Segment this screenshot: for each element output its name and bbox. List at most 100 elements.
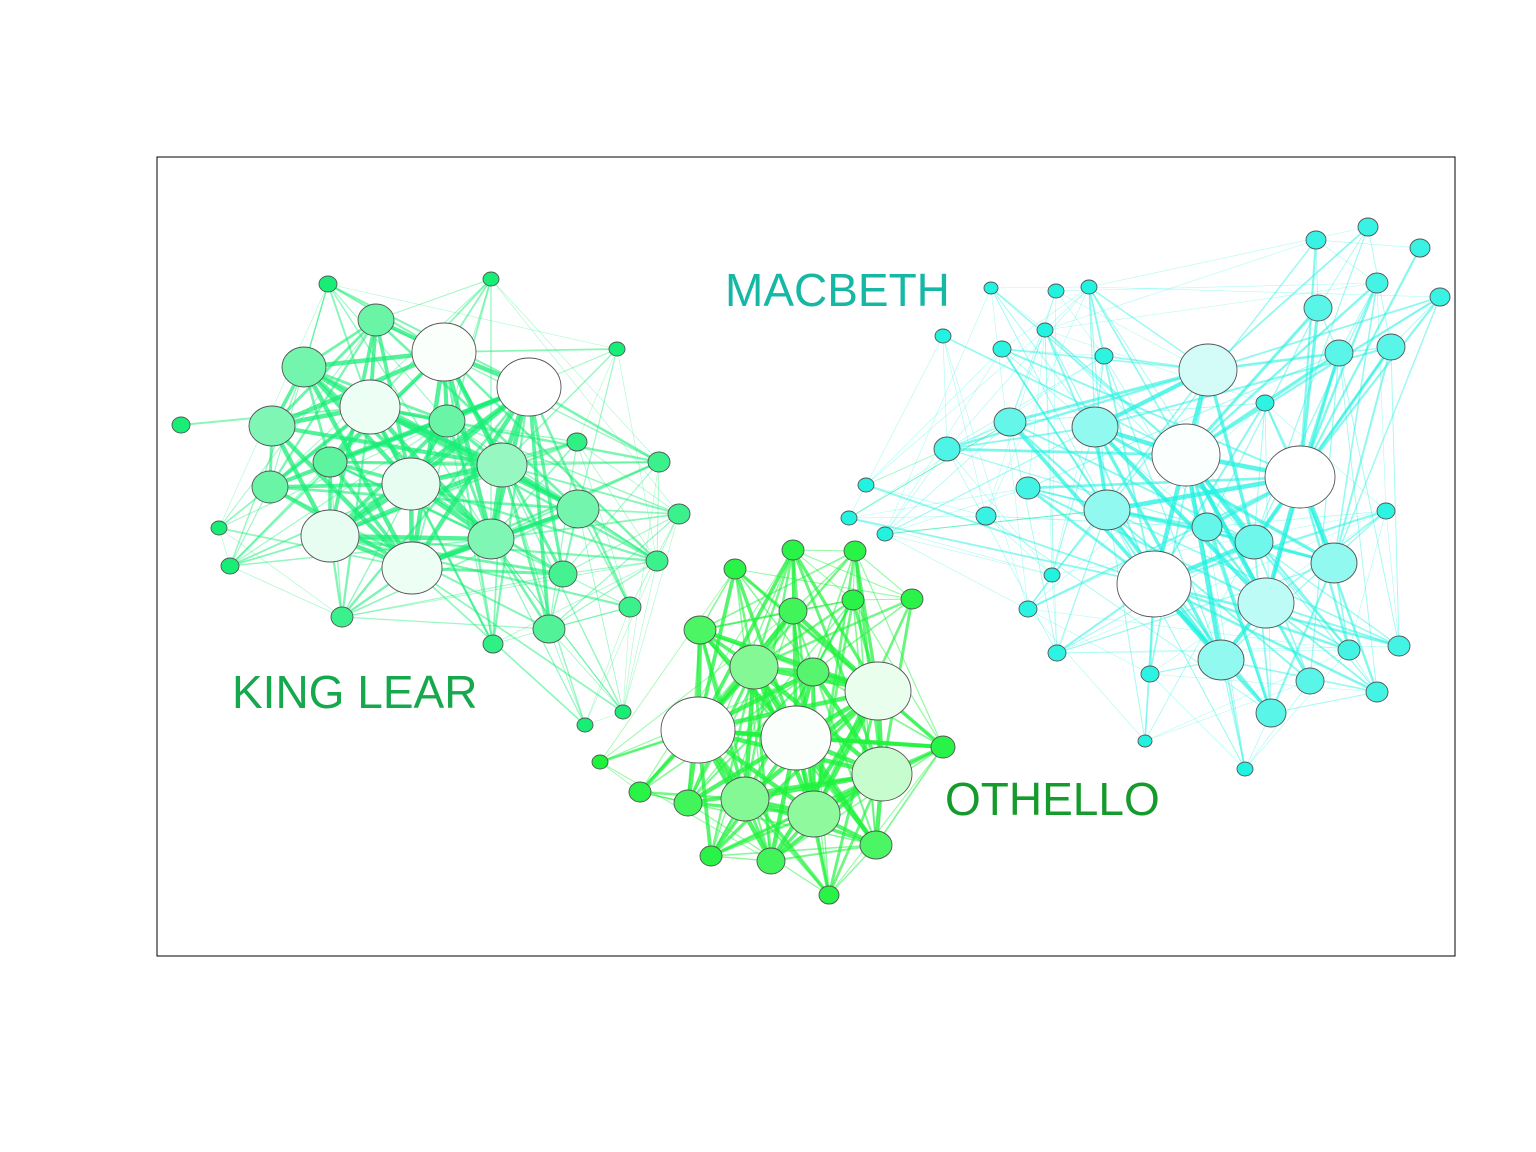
edge xyxy=(1001,286,1090,350)
edge xyxy=(341,508,579,618)
edge xyxy=(329,461,564,575)
edge xyxy=(1008,420,1156,586)
network-node xyxy=(591,754,609,770)
network-node xyxy=(357,303,395,337)
network-node xyxy=(699,845,723,867)
network-node xyxy=(330,606,354,628)
network-node xyxy=(1295,667,1325,695)
edge xyxy=(1027,608,1146,742)
nodes-layer xyxy=(171,217,1451,905)
edge xyxy=(341,573,564,618)
edge xyxy=(500,464,551,630)
network-node xyxy=(720,776,770,822)
edge xyxy=(699,599,854,631)
edge xyxy=(865,329,1046,486)
network-node xyxy=(1197,639,1245,681)
network-node xyxy=(576,717,594,733)
network-node xyxy=(876,526,894,542)
network-node xyxy=(251,470,289,504)
edge xyxy=(1185,454,1246,770)
edge xyxy=(1144,673,1151,742)
edge xyxy=(1001,348,1105,357)
bridge-edge xyxy=(577,508,624,713)
edge xyxy=(1106,509,1311,682)
network-node xyxy=(1255,698,1287,728)
edge xyxy=(1185,282,1378,456)
edge xyxy=(1056,562,1335,654)
edge xyxy=(639,549,794,793)
edge xyxy=(577,348,618,510)
edge xyxy=(946,447,1187,457)
edge xyxy=(1106,508,1255,544)
edge xyxy=(446,420,680,515)
edge xyxy=(1333,346,1392,564)
edge xyxy=(687,802,830,896)
edge xyxy=(852,599,877,846)
network-node xyxy=(859,830,893,860)
network-node xyxy=(618,596,642,618)
edge xyxy=(946,426,1096,450)
edge xyxy=(1207,296,1441,371)
network-node xyxy=(900,588,924,610)
network-node xyxy=(1234,524,1274,560)
edge xyxy=(865,484,987,517)
edge xyxy=(501,348,618,466)
network-node xyxy=(992,340,1012,358)
network-node xyxy=(1018,600,1038,618)
edge xyxy=(709,666,756,857)
network-node xyxy=(1137,734,1153,748)
edge xyxy=(490,278,660,463)
edge xyxy=(576,441,680,515)
edge xyxy=(1144,541,1255,742)
network-node xyxy=(844,661,912,721)
label-macbeth: MACBETH xyxy=(725,264,950,316)
network-node xyxy=(566,432,588,452)
edge xyxy=(622,513,680,713)
edge xyxy=(1056,509,1108,654)
edge xyxy=(576,348,618,443)
network-node xyxy=(1071,406,1119,448)
edge xyxy=(687,671,814,804)
edge xyxy=(1315,239,1421,249)
edge xyxy=(369,405,660,464)
edge xyxy=(562,560,658,575)
edge xyxy=(792,549,854,601)
network-node xyxy=(1140,665,1160,683)
edge xyxy=(848,355,1105,519)
edge xyxy=(1317,226,1369,309)
edge xyxy=(1206,510,1387,528)
network-node xyxy=(729,644,779,690)
network-node xyxy=(934,328,952,344)
edge xyxy=(848,515,987,519)
network-node xyxy=(1036,322,1054,338)
edge xyxy=(490,278,680,515)
edge xyxy=(884,509,1108,535)
edge xyxy=(946,355,1105,450)
edge xyxy=(548,560,658,630)
edge xyxy=(1044,239,1317,331)
network-node xyxy=(1191,512,1223,542)
edge xyxy=(548,513,680,630)
edge xyxy=(946,368,1209,451)
edge xyxy=(302,365,414,570)
network-node xyxy=(647,451,671,473)
edge xyxy=(584,560,658,726)
network-node xyxy=(1365,272,1389,294)
edge xyxy=(1183,454,1224,661)
edge xyxy=(848,517,1155,585)
bridge-edge xyxy=(548,628,586,726)
network-node xyxy=(1047,283,1065,299)
network-node xyxy=(1387,635,1411,657)
edge xyxy=(1376,282,1387,512)
network-node xyxy=(467,518,515,560)
network-node xyxy=(1357,217,1379,237)
network-node xyxy=(1376,333,1406,361)
edge xyxy=(229,366,305,567)
edge xyxy=(1106,509,1400,647)
edge xyxy=(576,441,658,562)
network-node xyxy=(608,341,626,357)
network-node xyxy=(1116,550,1192,618)
edge xyxy=(1299,247,1421,478)
edge xyxy=(812,598,913,673)
